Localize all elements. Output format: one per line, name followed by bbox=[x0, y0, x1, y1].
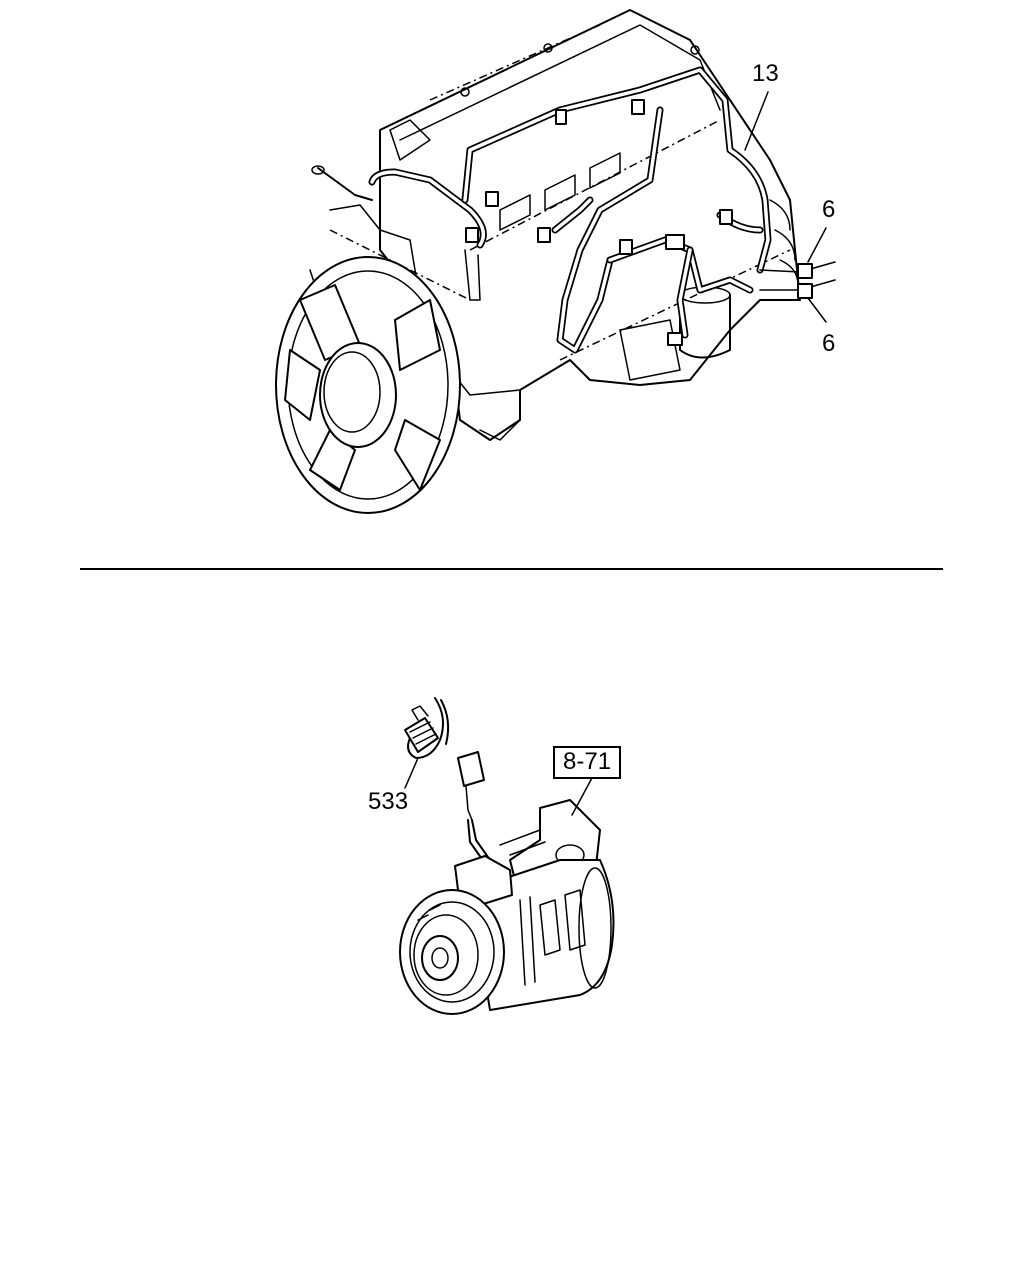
ac-compressor bbox=[399, 751, 615, 1015]
hose-clip bbox=[404, 697, 450, 759]
callout-8-71: 8-71 bbox=[553, 746, 622, 779]
leader-8-71 bbox=[571, 777, 593, 816]
wiring-harness bbox=[311, 66, 836, 354]
leader-6-lower bbox=[807, 297, 827, 323]
leader-533 bbox=[404, 757, 419, 789]
callout-13: 13 bbox=[752, 60, 779, 87]
callout-533: 533 bbox=[368, 788, 409, 815]
callout-6-lower: 6 bbox=[822, 330, 836, 357]
leader-6-upper bbox=[807, 227, 827, 263]
leader-13 bbox=[744, 91, 769, 151]
callout-6-upper: 6 bbox=[822, 196, 836, 223]
cooling-fan bbox=[275, 256, 461, 514]
